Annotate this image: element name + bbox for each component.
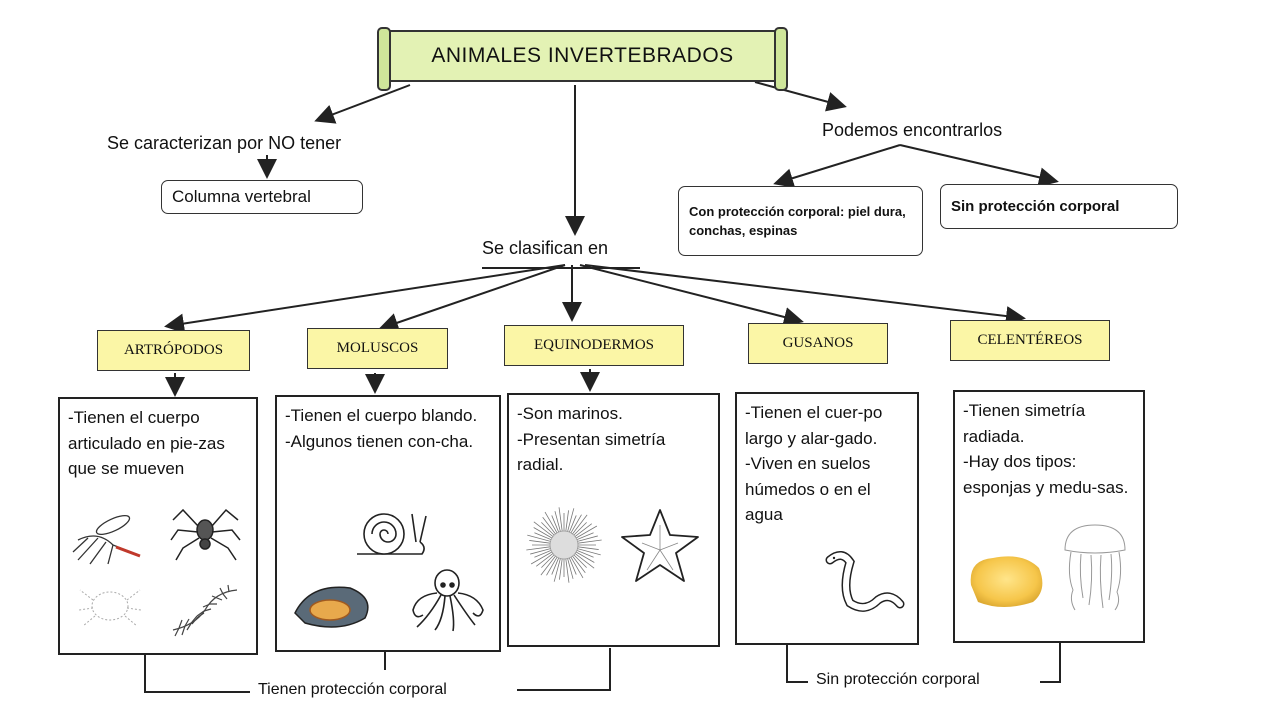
starfish-icon [621, 509, 699, 582]
description-line: -Presentan simetría radial. [517, 429, 666, 475]
worm-icon [825, 551, 905, 612]
description-artropodos: -Tienen el cuerpo articulado en pie-zas … [58, 397, 258, 655]
description-line: -Algunos tienen con-cha. [285, 431, 474, 451]
characteristic-label: Se caracterizan por NO tener [107, 133, 342, 153]
description-line: -Tienen simetría radiada. [963, 401, 1086, 446]
mussel-icon [294, 586, 369, 628]
snail-icon [357, 513, 427, 555]
centipede-icon [172, 584, 238, 637]
footer-protected-label: Tienen protección corporal [252, 681, 453, 699]
description-line: -Tienen el cuerpo blando. [285, 406, 478, 425]
diagram-title: ANIMALES INVERTEBRADOS [377, 27, 788, 91]
scroll-right-roll [774, 27, 788, 91]
sea-urchin-icon [526, 507, 602, 583]
footer-unprotected-label: Sin protección corporal [810, 671, 986, 689]
octopus-icon [412, 569, 484, 632]
category-celentereos: CELENTÉREOS [950, 320, 1110, 361]
mosquito-icon [72, 514, 141, 565]
mite-icon [78, 589, 142, 627]
category-moluscos: MOLUSCOS [307, 328, 448, 369]
description-equinodermos: -Son marinos. -Presentan simetría radial… [507, 393, 720, 647]
description-line: -Viven en suelos húmedos o en el agua [745, 454, 871, 524]
characteristic-box: Columna vertebral [161, 180, 363, 214]
protection-box: Con protección corporal: piel dura, conc… [678, 186, 923, 256]
no-protection-box: Sin protección corporal [940, 184, 1178, 229]
description-gusanos: -Tienen el cuer-po largo y alar-gado. -V… [735, 392, 919, 645]
category-gusanos: GUSANOS [748, 323, 888, 364]
scroll-left-roll [377, 27, 391, 91]
description-line: -Son marinos. [517, 404, 623, 423]
sponge-icon [970, 556, 1043, 607]
habitat-label: Podemos encontrarlos [822, 120, 1003, 140]
category-equinodermos: EQUINODERMOS [504, 325, 684, 366]
description-line: -Tienen el cuer-po largo y alar-gado. [745, 403, 883, 448]
classification-label: Se clasifican en [482, 238, 609, 258]
title-text: ANIMALES INVERTEBRADOS [431, 44, 734, 67]
category-artropodos: ARTRÓPODOS [97, 330, 250, 371]
spider-icon [170, 508, 241, 561]
description-line: -Hay dos tipos: esponjas y medu-sas. [963, 452, 1129, 497]
description-line: -Tienen el cuerpo articulado en pie-zas … [68, 408, 225, 478]
jellyfish-icon [1064, 524, 1126, 611]
